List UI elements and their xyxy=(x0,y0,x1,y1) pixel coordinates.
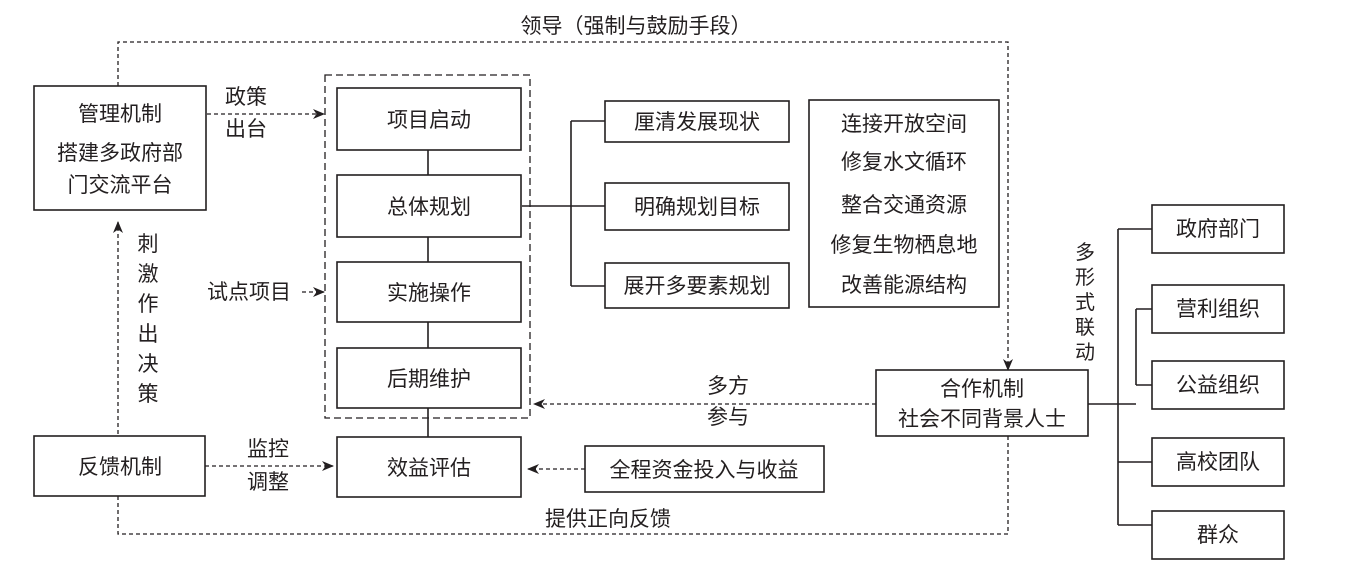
pilot-project-label: 试点项目 xyxy=(207,280,291,304)
stage-box-implementation xyxy=(336,261,522,323)
participation-label-line-1: 多方 xyxy=(707,374,749,398)
positive-feedback-label: 提供正向反馈 xyxy=(545,507,671,531)
funding-box xyxy=(584,445,825,493)
stage-maintenance-label: 后期维护 xyxy=(387,367,471,391)
stakeholder-box-5 xyxy=(1151,510,1285,560)
stage-box-start xyxy=(336,87,522,151)
stimulate-decision-label: 刺 激 作 出 决 策 xyxy=(138,232,159,406)
stimulate-char: 刺 xyxy=(138,232,159,256)
planning-element-1: 连接开放空间 xyxy=(841,112,967,136)
planning-step-box-3 xyxy=(604,262,790,309)
planning-element-3: 整合交通资源 xyxy=(841,193,967,217)
cooperation-mechanism-box xyxy=(875,369,1089,437)
management-mechanism-box xyxy=(33,85,207,211)
stakeholder-box-1 xyxy=(1151,204,1285,254)
evaluation-label: 效益评估 xyxy=(387,456,471,480)
linkage-char: 联 xyxy=(1075,315,1095,339)
planning-steps-bracket xyxy=(522,120,605,287)
stimulate-char: 策 xyxy=(138,382,159,406)
stakeholder-label-5: 群众 xyxy=(1197,523,1239,547)
linkage-label: 多 形 式 联 动 xyxy=(1075,240,1095,364)
stakeholder-label-3: 公益组织 xyxy=(1176,373,1260,397)
stakeholder-box-4 xyxy=(1151,437,1285,487)
evaluation-box xyxy=(336,436,522,498)
planning-step-label-3: 展开多要素规划 xyxy=(624,274,771,298)
cooperation-title: 合作机制 xyxy=(940,377,1024,401)
participation-label-line-2: 参与 xyxy=(707,405,749,429)
stimulate-char: 决 xyxy=(138,352,159,376)
stimulate-char: 作 xyxy=(138,292,159,316)
monitor-label-line-2: 调整 xyxy=(247,470,289,494)
stage-box-planning xyxy=(336,174,522,238)
feedback-mechanism-box xyxy=(33,435,206,497)
linkage-char: 动 xyxy=(1075,340,1095,364)
monitor-label-line-1: 监控 xyxy=(247,437,289,461)
stakeholder-box-2 xyxy=(1151,284,1285,334)
planning-element-2: 修复水文循环 xyxy=(841,150,967,174)
stakeholder-label-4: 高校团队 xyxy=(1176,450,1260,474)
planning-elements-box xyxy=(808,99,1000,308)
policy-label-line-2: 出台 xyxy=(225,117,267,141)
management-line-2: 门交流平台 xyxy=(68,173,173,197)
linkage-char: 形 xyxy=(1075,265,1095,289)
stage-planning-label: 总体规划 xyxy=(387,195,471,219)
stakeholder-label-1: 政府部门 xyxy=(1176,217,1260,241)
funding-label: 全程资金投入与收益 xyxy=(610,458,799,482)
leadership-connector xyxy=(117,41,1013,371)
planning-step-box-1 xyxy=(604,100,790,143)
management-line-1: 搭建多政府部 xyxy=(57,141,183,165)
stimulate-char: 激 xyxy=(138,262,159,286)
leadership-label: 领导（强制与鼓励手段） xyxy=(521,14,752,38)
planning-element-4: 修复生物栖息地 xyxy=(831,233,978,257)
stage-start-label: 项目启动 xyxy=(387,108,471,132)
stage-box-maintenance xyxy=(336,347,522,409)
cooperation-subtitle: 社会不同背景人士 xyxy=(898,407,1066,431)
stakeholder-box-3 xyxy=(1151,360,1285,410)
stage-implementation-label: 实施操作 xyxy=(387,281,471,305)
linkage-char: 式 xyxy=(1075,290,1095,314)
stakeholder-bracket xyxy=(1088,228,1152,526)
planning-element-5: 改善能源结构 xyxy=(841,273,967,297)
planning-step-label-1: 厘清发展现状 xyxy=(634,110,760,134)
feedback-title: 反馈机制 xyxy=(78,455,162,479)
stakeholder-label-2: 营利组织 xyxy=(1176,297,1260,321)
positive-feedback-connector xyxy=(113,436,1009,535)
planning-step-label-2: 明确规划目标 xyxy=(634,195,760,219)
planning-step-box-2 xyxy=(604,182,790,231)
management-title: 管理机制 xyxy=(78,102,162,126)
stimulate-char: 出 xyxy=(138,322,159,346)
linkage-char: 多 xyxy=(1075,240,1095,264)
policy-label-line-1: 政策 xyxy=(225,85,267,109)
